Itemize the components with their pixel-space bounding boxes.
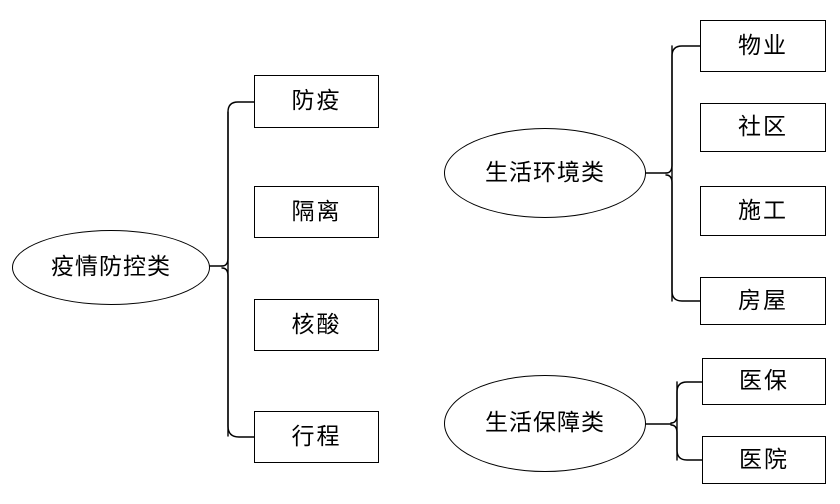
root-living-environment-label: 生活环境类 [485, 159, 605, 186]
leaf-hesuan[interactable]: 核酸 [254, 299, 379, 351]
root-living-environment[interactable]: 生活环境类 [444, 128, 646, 218]
leaf-shigong-label: 施工 [738, 197, 788, 224]
root-living-security-label: 生活保障类 [485, 410, 605, 436]
leaf-yibao-label: 医保 [739, 368, 789, 394]
leaf-fangyi-label: 防疫 [291, 88, 342, 114]
connector-security-to-yibao [670, 381, 703, 424]
leaf-yiyuan-label: 医院 [739, 446, 789, 473]
connector-environment-to-wuye [665, 45, 701, 174]
leaf-wuye[interactable]: 物业 [700, 20, 826, 72]
leaf-wuye-label: 物业 [738, 32, 788, 59]
leaf-shequ-label: 社区 [738, 114, 788, 140]
connector-security-to-yiyuan [670, 424, 703, 461]
leaf-geli[interactable]: 隔离 [254, 186, 379, 238]
leaf-fangwu[interactable]: 房屋 [700, 277, 826, 325]
leaf-geli-label: 隔离 [291, 198, 342, 225]
leaf-shequ[interactable]: 社区 [700, 103, 826, 152]
leaf-yiyuan[interactable]: 医院 [702, 436, 826, 484]
root-epidemic-label: 疫情防控类 [51, 254, 171, 280]
leaf-shigong[interactable]: 施工 [700, 186, 826, 236]
connector-epidemic-to-xingcheng [221, 267, 255, 438]
leaf-yibao[interactable]: 医保 [702, 358, 826, 405]
root-epidemic[interactable]: 疫情防控类 [12, 230, 210, 305]
root-living-security[interactable]: 生活保障类 [444, 375, 646, 472]
connector-epidemic-to-fangyi [221, 101, 255, 267]
leaf-fangyi[interactable]: 防疫 [254, 75, 379, 128]
leaf-xingcheng[interactable]: 行程 [254, 411, 379, 463]
connector-environment-to-fangwu [665, 174, 701, 302]
leaf-fangwu-label: 房屋 [738, 287, 788, 314]
leaf-xingcheng-label: 行程 [291, 423, 342, 450]
leaf-hesuan-label: 核酸 [291, 311, 342, 338]
